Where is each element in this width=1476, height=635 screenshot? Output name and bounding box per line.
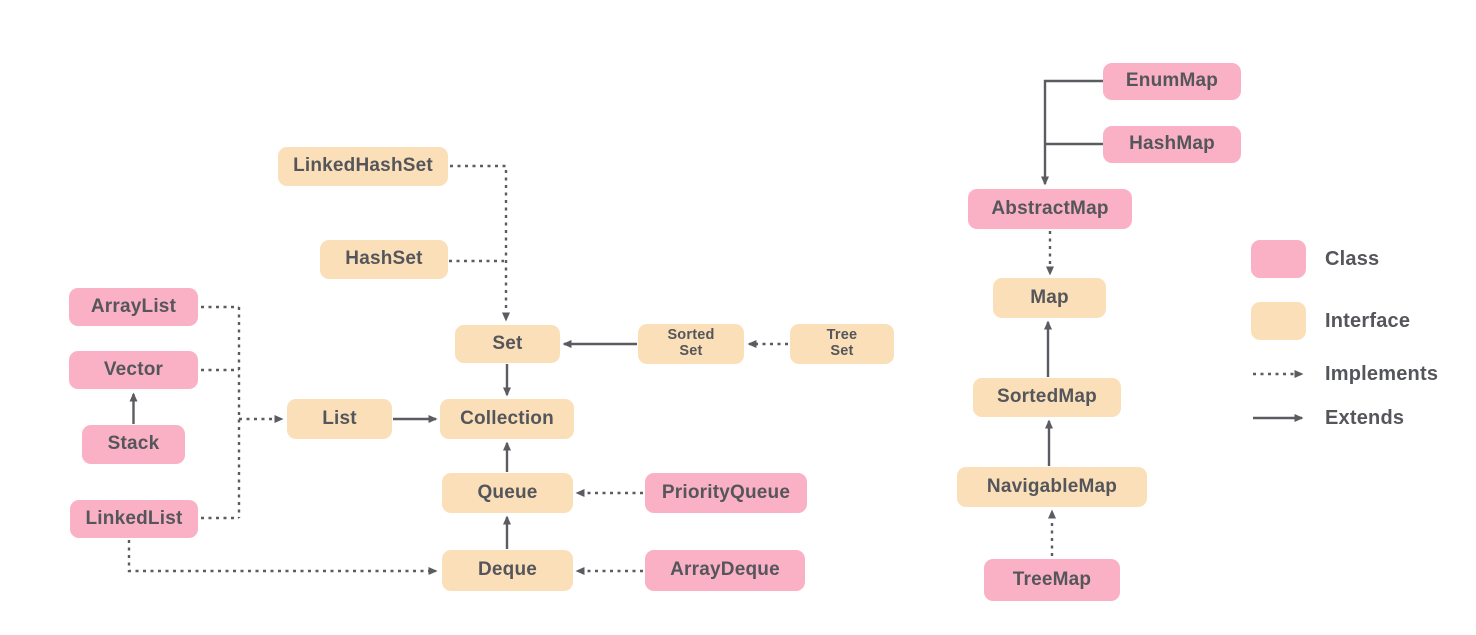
node-deque: Deque xyxy=(442,550,573,591)
node-list: List xyxy=(287,399,392,439)
node-linkedhashset: LinkedHashSet xyxy=(278,147,448,186)
node-map: Map xyxy=(993,278,1106,318)
legend-implements-label: Implements xyxy=(1325,362,1439,385)
node-abstractmap: AbstractMap xyxy=(968,189,1132,229)
edge-enummap-extends-abstractmap xyxy=(1041,79,1103,186)
node-arraydeque: ArrayDeque xyxy=(645,550,805,591)
legend-extends-label: Extends xyxy=(1325,406,1405,429)
legend-interface-swatch xyxy=(1251,302,1306,340)
node-collection: Collection xyxy=(440,399,574,439)
node-sortedmap: SortedMap xyxy=(973,378,1121,417)
node-hashmap: HashMap xyxy=(1103,126,1241,163)
node-sortedset: Sorted Set xyxy=(638,324,744,364)
node-navigablemap: NavigableMap xyxy=(957,467,1147,507)
node-queue: Queue xyxy=(442,473,573,513)
node-linkedlist: LinkedList xyxy=(70,500,198,538)
node-priorityqueue: PriorityQueue xyxy=(645,473,807,513)
node-treemap: TreeMap xyxy=(984,559,1120,601)
node-vector: Vector xyxy=(69,351,198,389)
node-enummap: EnumMap xyxy=(1103,63,1241,100)
node-stack: Stack xyxy=(82,425,185,464)
node-set: Set xyxy=(455,325,560,363)
legend-interface-label: Interface xyxy=(1325,309,1411,332)
legend-class-label: Class xyxy=(1325,247,1380,270)
node-arraylist: ArrayList xyxy=(69,288,198,326)
node-treeset: Tree Set xyxy=(790,324,894,364)
node-hashset: HashSet xyxy=(320,240,448,279)
edge-linkedhashset-implements-set xyxy=(450,164,510,322)
edge-linkedlist-implements-deque xyxy=(127,540,438,575)
legend-class-swatch xyxy=(1251,240,1306,278)
